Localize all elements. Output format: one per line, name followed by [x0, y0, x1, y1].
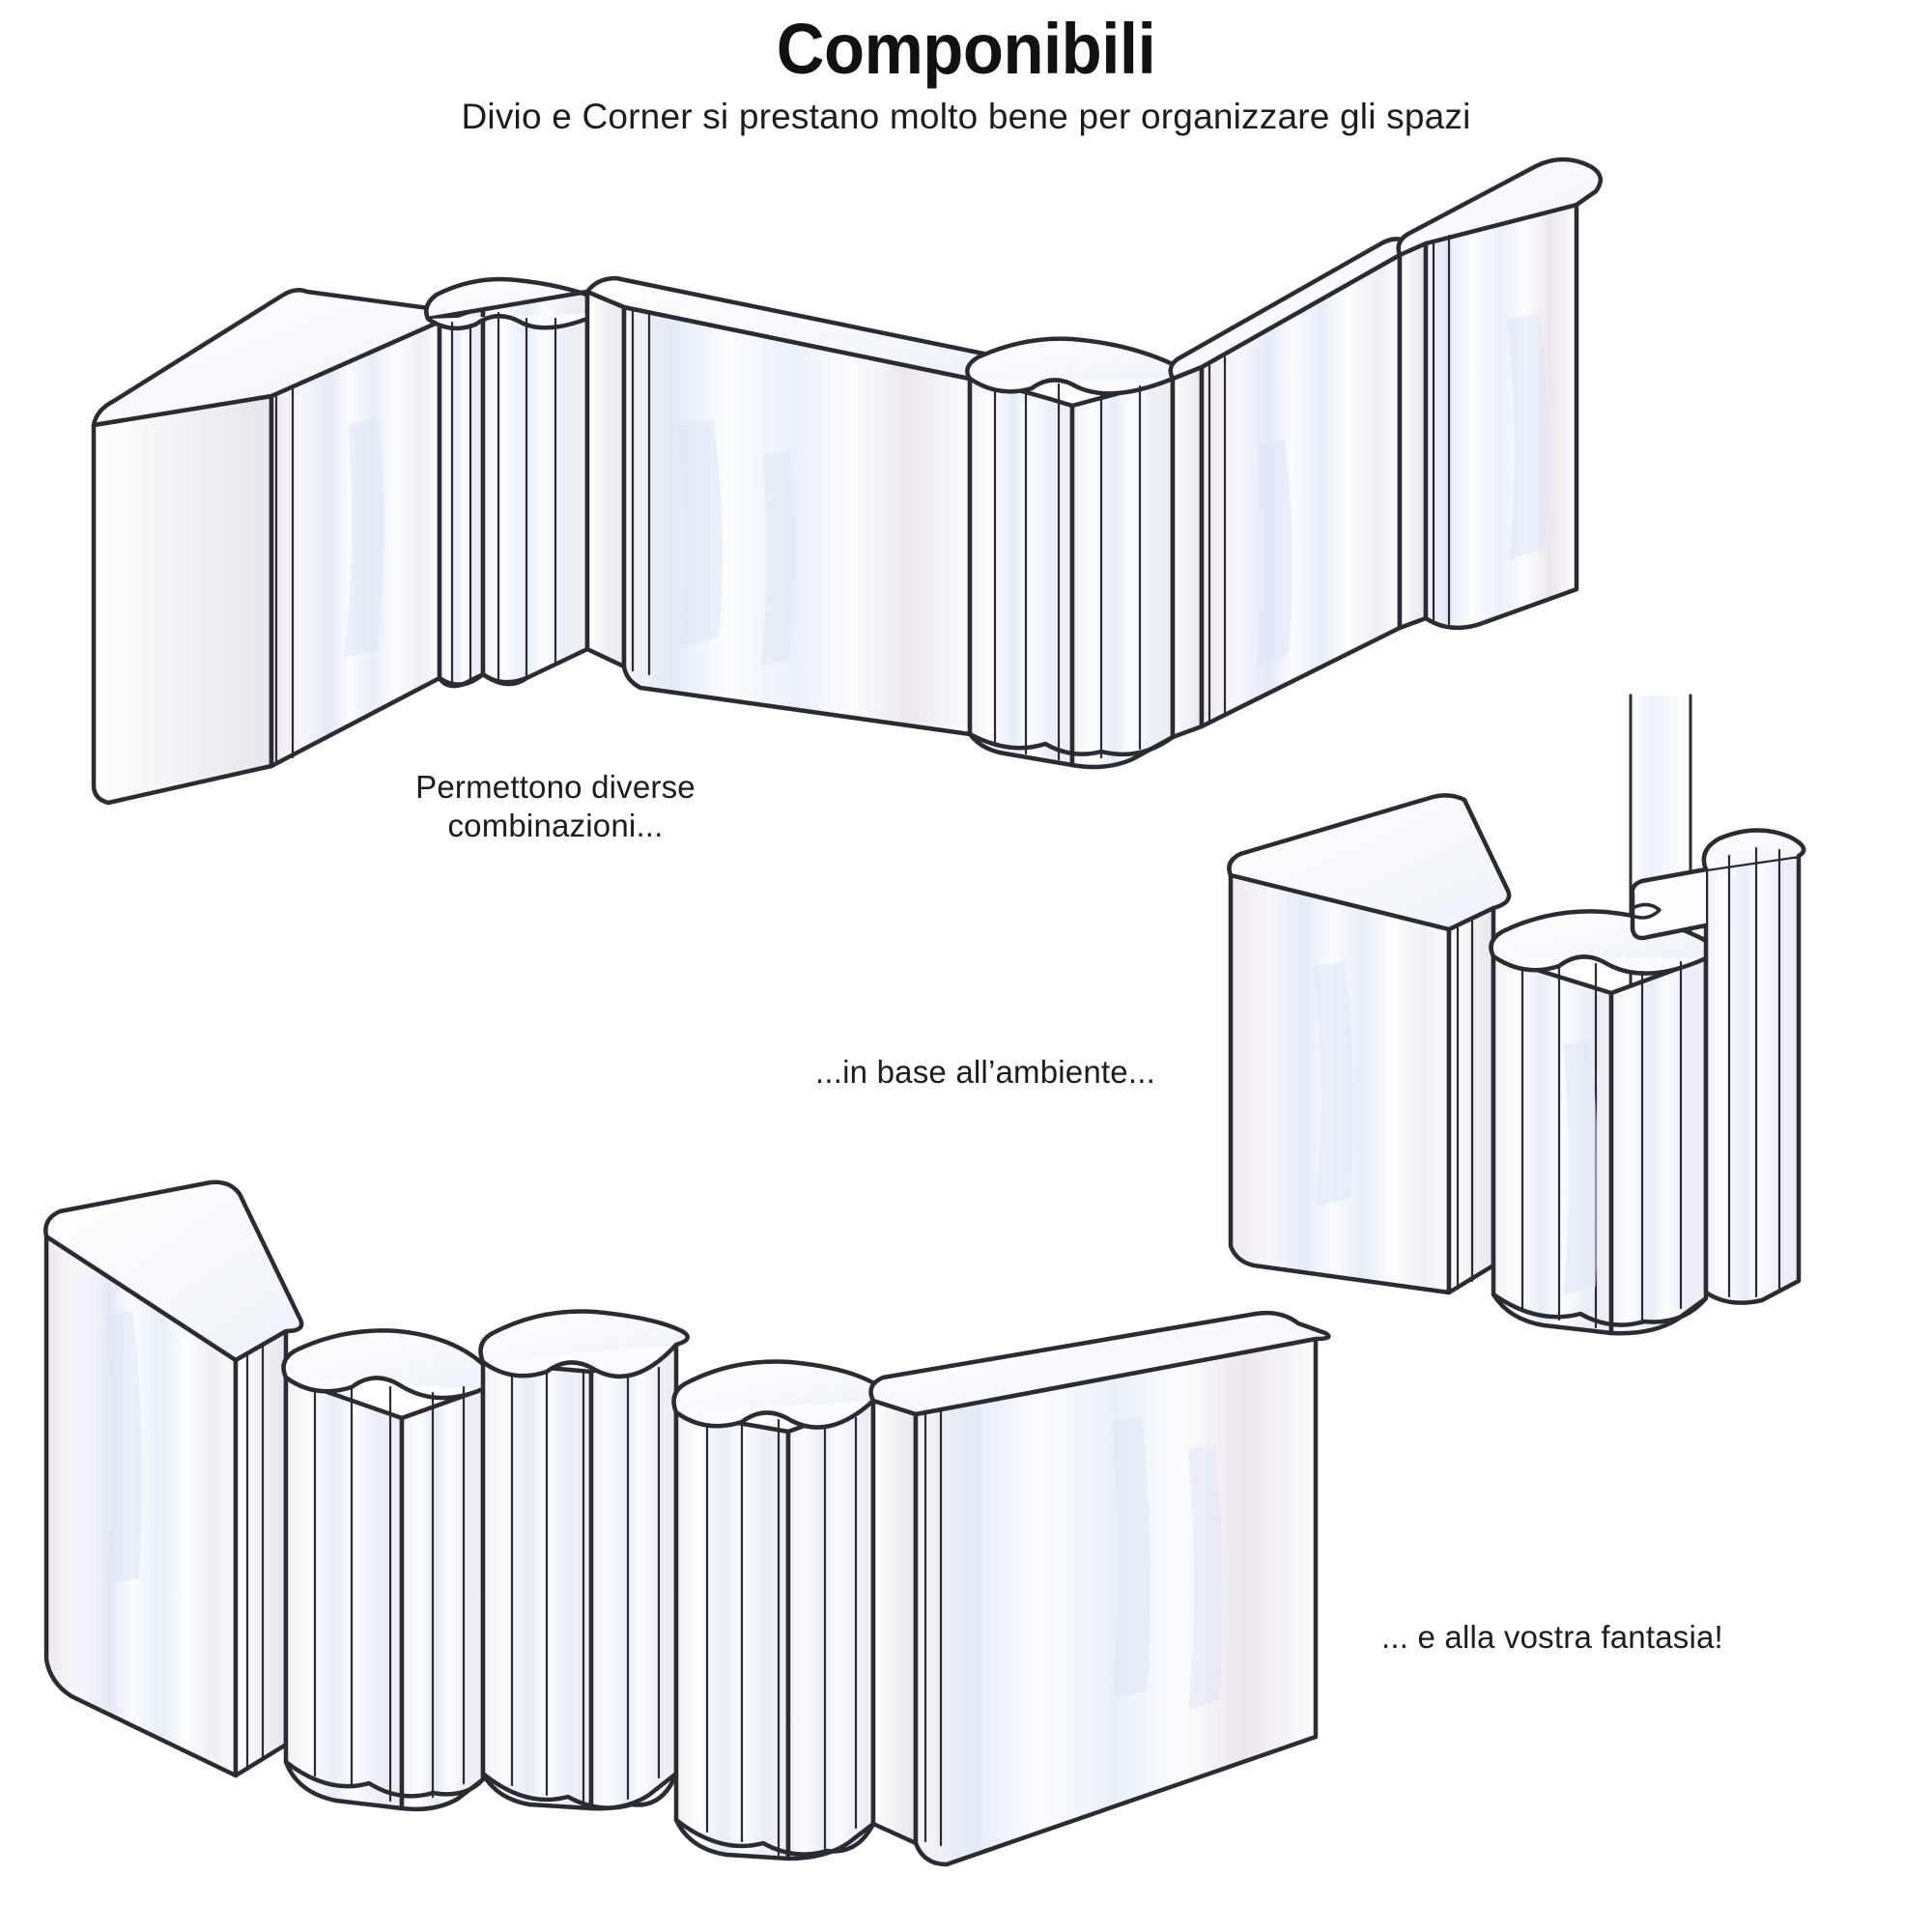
- divio-panel: [91, 287, 458, 806]
- corner-module: [281, 1328, 496, 1812]
- divio-panel: [1168, 237, 1416, 740]
- corner-module: [424, 276, 608, 689]
- divio-panel: [43, 1179, 304, 1778]
- caption-permettono-diverse-combinazioni: Permettono diverse combinazioni...: [415, 769, 696, 844]
- marker-shading: [106, 313, 1599, 1710]
- divio-panel: [1396, 156, 1604, 631]
- corner-module: [965, 336, 1182, 770]
- corner-module: [478, 1309, 690, 1811]
- divio-panel: [868, 1310, 1331, 1867]
- header: Componibili Divio e Corner si prestano m…: [0, 0, 1932, 138]
- page-subtitle: Divio e Corner si prestano molto bene pe…: [461, 97, 1471, 136]
- corner-module: [671, 1359, 886, 1861]
- arrangement-middle: [1227, 694, 1806, 1336]
- divio-panel: [584, 275, 994, 737]
- arrangement-bottom: [43, 1179, 1331, 1867]
- room-column: [1629, 694, 1692, 987]
- corner-module: [1489, 909, 1718, 1336]
- page-title: Componibili: [776, 9, 1156, 89]
- corner-module: [1630, 828, 1806, 1305]
- arrangement-top: [91, 156, 1604, 806]
- caption-in-base-all-ambiente: ...in base all’ambiente...: [815, 1054, 1155, 1090]
- divio-panel: [1227, 793, 1512, 1295]
- caption-e-alla-vostra-fantasia: ... e alla vostra fantasia!: [1381, 1619, 1723, 1655]
